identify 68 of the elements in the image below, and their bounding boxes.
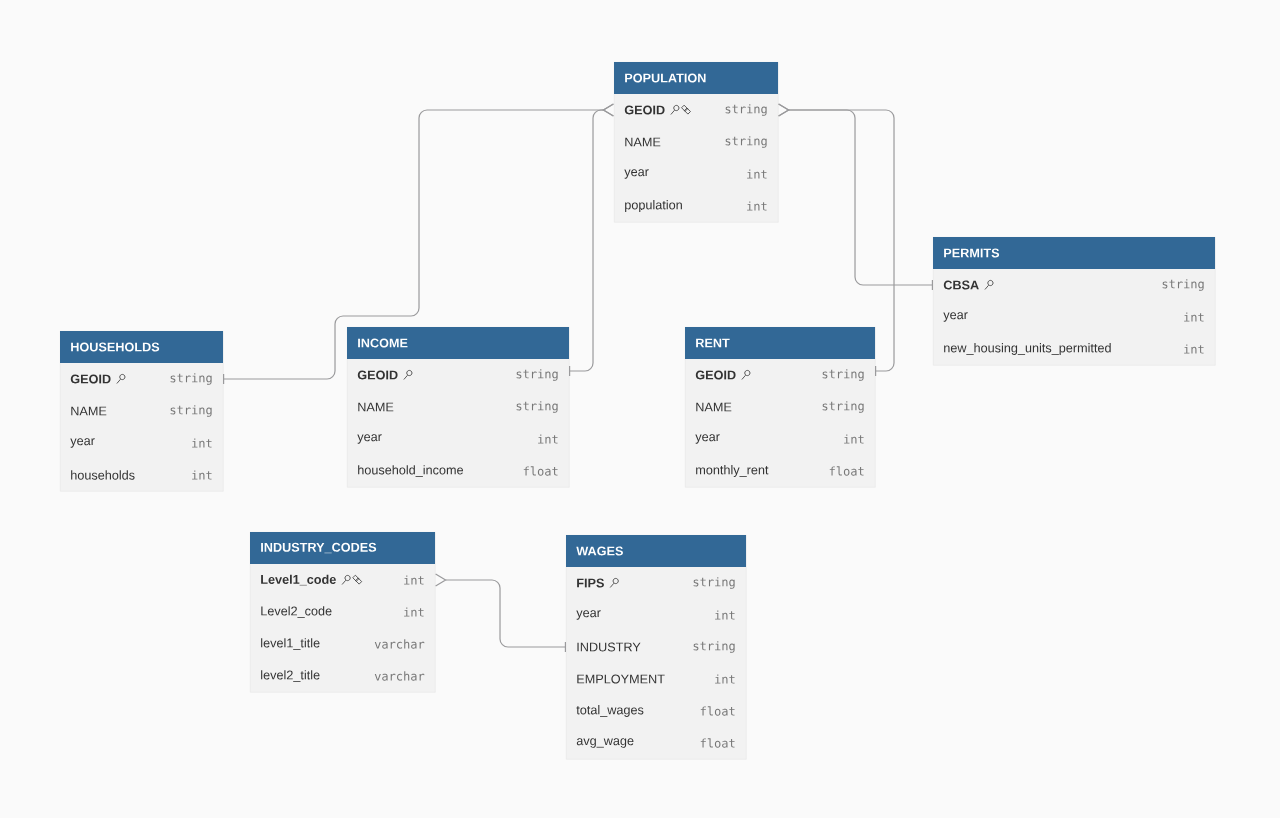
field-type: int — [192, 470, 212, 480]
field-type: string — [170, 405, 212, 417]
field-name: Level1_code — [261, 574, 336, 586]
field-type: int — [192, 438, 212, 448]
field-type: varchar — [374, 639, 425, 649]
field-type: int — [715, 674, 735, 684]
field-type: int — [844, 434, 864, 444]
field-type: int — [538, 434, 558, 444]
field-name: Level2_code — [261, 606, 332, 618]
field-name: EMPLOYMENT — [577, 674, 665, 684]
field-name: NAME — [358, 402, 394, 412]
field-name: CBSA — [943, 280, 979, 290]
field-type: string — [822, 401, 864, 413]
field-name: level1_title — [261, 638, 320, 650]
field-name: NAME — [625, 137, 661, 147]
field-type: string — [725, 136, 767, 148]
relationship-line — [435, 573, 566, 653]
field-name: NAME — [71, 406, 107, 416]
field-type: string — [170, 373, 212, 385]
field-name: avg_wage — [576, 738, 634, 748]
field-name: year — [70, 438, 95, 448]
field-name: year — [695, 434, 720, 444]
field-name: population — [625, 200, 682, 212]
field-name: total_wages — [576, 705, 644, 717]
table-header: WAGES — [566, 535, 746, 567]
field-type: string — [516, 401, 558, 413]
field-type: string — [516, 369, 558, 381]
table-header: RENT — [685, 327, 875, 359]
field-type: float — [700, 706, 735, 716]
field-name: NAME — [696, 402, 732, 412]
field-name: new_housing_units_permitted — [944, 343, 1111, 355]
field-type: int — [715, 610, 735, 620]
field-type: float — [829, 466, 864, 476]
table-header: INCOME — [347, 327, 569, 359]
field-name: year — [624, 169, 649, 179]
field-name: year — [576, 610, 601, 620]
field-name: year — [943, 312, 968, 322]
field-name: FIPS — [577, 578, 604, 588]
relationship-line — [569, 103, 614, 377]
field-name: level2_title — [261, 670, 320, 682]
field-name: monthly_rent — [696, 465, 769, 477]
field-name: GEOID — [70, 374, 111, 384]
field-type: int — [404, 575, 424, 585]
field-type: string — [693, 641, 735, 653]
table-header: POPULATION — [614, 62, 778, 94]
field-type: int — [1184, 312, 1204, 322]
table-header: INDUSTRY_CODES — [250, 532, 435, 564]
field-name: household_income — [358, 465, 463, 477]
table-header: PERMITS — [933, 237, 1215, 269]
field-type: float — [700, 738, 735, 748]
field-type: float — [523, 466, 558, 476]
field-name: households — [71, 470, 135, 480]
field-type: string — [1162, 279, 1204, 291]
field-name: GEOID — [357, 370, 398, 380]
table-header: HOUSEHOLDS — [60, 331, 223, 363]
field-type: string — [693, 577, 735, 589]
field-name: INDUSTRY — [577, 642, 641, 652]
field-name: year — [357, 434, 382, 444]
field-type: int — [1184, 344, 1204, 354]
field-type: varchar — [374, 671, 425, 681]
field-type: string — [822, 369, 864, 381]
relationship-line — [778, 103, 895, 377]
field-type: string — [725, 104, 767, 116]
field-type: int — [747, 169, 767, 179]
field-name: GEOID — [624, 105, 665, 115]
field-type: int — [404, 607, 424, 617]
field-name: GEOID — [695, 370, 736, 380]
field-type: int — [747, 201, 767, 211]
